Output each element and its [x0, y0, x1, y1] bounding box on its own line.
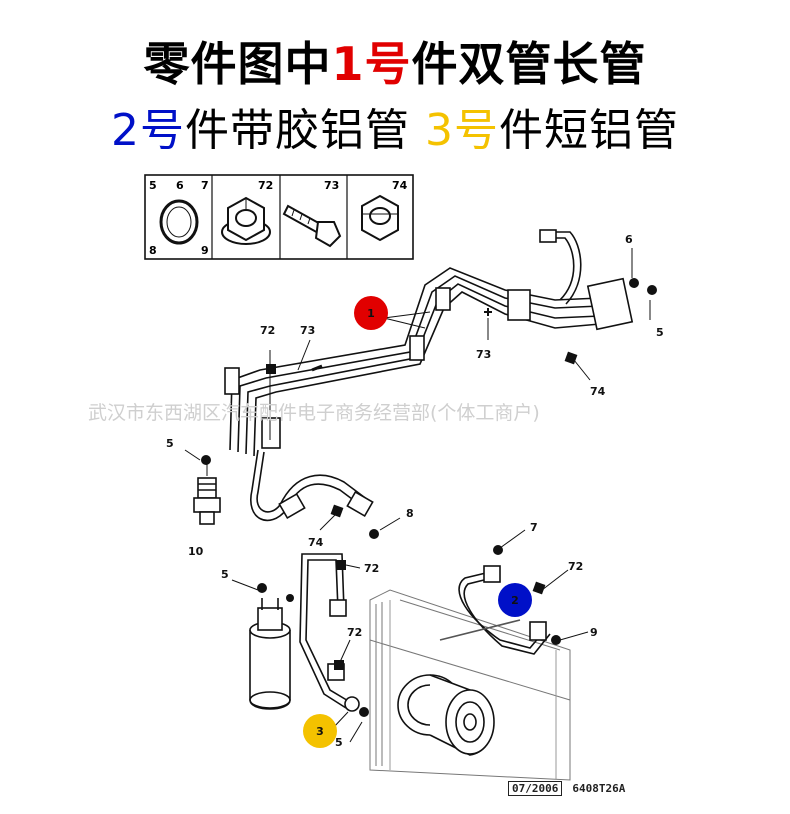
callout-3: 3	[303, 714, 337, 748]
condenser-icon	[369, 589, 571, 781]
label-6: 6	[625, 233, 633, 246]
title-part-1-label: 1号	[331, 37, 412, 91]
callout-1: 1	[354, 296, 388, 330]
o-ring-marker-5-bottom	[359, 707, 369, 717]
legend-label-8: 8	[149, 244, 157, 257]
o-ring-icon	[159, 199, 199, 245]
double-pipe-long	[224, 229, 634, 457]
bolt-marker-73-right	[484, 308, 492, 316]
o-ring-marker-5-left	[201, 455, 211, 465]
legend-label-72: 72	[258, 179, 273, 192]
o-ring-marker-8	[369, 529, 379, 539]
legend-label-74: 74	[392, 179, 408, 192]
label-72-right: 72	[568, 560, 583, 573]
label-73-right: 73	[476, 348, 491, 361]
rubber-hose-right	[439, 565, 551, 655]
nut-marker-72-top	[266, 364, 276, 374]
pressure-sensor-icon	[193, 477, 221, 525]
label-5-top-right: 5	[656, 326, 664, 339]
label-7: 7	[530, 521, 538, 534]
legend-label-7: 7	[201, 179, 209, 192]
o-ring-marker-7	[493, 545, 503, 555]
title-line-2-suffix: 件短铝管	[499, 105, 679, 156]
watermark-text: 武汉市东西湖区汽车配件电子商务经营部(个体工商户)	[88, 402, 540, 424]
label-8: 8	[406, 507, 414, 520]
label-72-top: 72	[260, 324, 275, 337]
label-5-bottom: 5	[335, 736, 343, 749]
title-part-3-label: 3号	[425, 105, 499, 156]
o-ring-marker-5-mid-b	[286, 594, 294, 602]
hex-nut-icon	[361, 194, 399, 242]
diagram-footer: 07/2006 6408T26A	[508, 781, 626, 796]
label-10: 10	[188, 545, 204, 558]
callout-1-label: 1	[367, 307, 375, 320]
label-73-top: 73	[300, 324, 315, 337]
callout-2-label: 2	[511, 594, 519, 607]
flange-nut-icon	[221, 196, 271, 245]
label-9: 9	[590, 626, 598, 639]
title-line-1: 零件图中1号件双管长管	[0, 28, 790, 94]
label-5-mid: 5	[221, 568, 229, 581]
legend-label-6: 6	[176, 179, 184, 192]
label-74-right: 74	[590, 385, 606, 398]
title-line-1-prefix: 零件图中	[143, 37, 332, 91]
o-ring-marker-9	[551, 635, 561, 645]
hose-lower-left	[250, 449, 374, 522]
legend-label-9: 9	[201, 244, 209, 257]
bolt-marker-73-top	[311, 364, 323, 372]
nut-marker-72-low	[334, 660, 344, 670]
title-line-2: 2号件带胶铝管 3号件短铝管	[0, 94, 790, 158]
nut-marker-72-mid	[336, 560, 346, 570]
part-markers	[201, 278, 657, 717]
label-5-left: 5	[166, 437, 174, 450]
o-ring-marker-5-mid	[257, 583, 267, 593]
legend-label-5: 5	[149, 179, 157, 192]
receiver-drier-icon	[249, 598, 291, 710]
o-ring-marker-5-top	[647, 285, 657, 295]
parts-legend: 5 6 7 8 9 72 73 74	[144, 174, 414, 260]
part-number-labels: 6 5 73 74 72 73 5 10 74 8 5 72 7 72 9 72…	[166, 233, 664, 749]
callout-3-label: 3	[316, 725, 324, 738]
nut-marker-74-top	[564, 351, 578, 365]
leader-lines	[184, 248, 651, 743]
o-ring-marker-6	[629, 278, 639, 288]
footer-date-ref: 07/2006	[508, 781, 563, 796]
title-line-1-suffix: 件双管长管	[411, 37, 647, 91]
legend-label-73: 73	[324, 179, 339, 192]
title-line-2-mid: 件带胶铝管	[185, 105, 425, 156]
bolt-icon	[282, 204, 342, 248]
label-72-mid: 72	[364, 562, 379, 575]
callout-2: 2	[498, 583, 532, 617]
label-74-mid: 74	[308, 536, 324, 549]
nut-marker-72-right	[532, 581, 546, 595]
footer-code: 6408T26A	[572, 782, 626, 795]
nut-marker-74-mid	[330, 504, 344, 518]
title-part-2-label: 2号	[111, 105, 185, 156]
label-72-low: 72	[347, 626, 362, 639]
compressor-icon	[397, 674, 495, 756]
